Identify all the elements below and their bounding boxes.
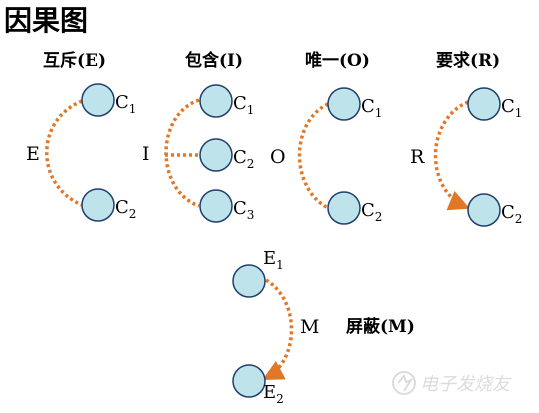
- watermark: 电子发烧友: [392, 371, 512, 395]
- watermark-bolt-icon: [397, 374, 414, 392]
- watermark-logo-icon: [392, 371, 416, 395]
- include-node-c3: [199, 189, 233, 223]
- panel-require: R C1 C2: [410, 87, 522, 227]
- require-node-c2-label: C2: [501, 202, 522, 226]
- watermark-text: 电子发烧友: [420, 374, 512, 395]
- mask-node-e2-label: E2: [263, 382, 284, 406]
- require-relation-letter: R: [410, 146, 425, 168]
- include-node-c1-label: C1: [233, 93, 254, 117]
- require-node-c2: [467, 193, 501, 227]
- only-node-c1-label: C1: [361, 96, 382, 120]
- only-connector: [297, 102, 329, 210]
- include-relation-letter: I: [142, 143, 150, 165]
- only-node-c1: [327, 87, 361, 121]
- panel-only: O C1 C2: [270, 87, 382, 225]
- require-connector-arrow: [433, 100, 470, 211]
- mask-connector-arrow: [262, 278, 294, 380]
- mask-node-e1: [232, 264, 266, 298]
- mutex-node-c1: [81, 83, 115, 117]
- include-node-c1: [199, 84, 233, 118]
- require-node-c1-label: C1: [501, 96, 522, 120]
- mutex-node-c2: [81, 188, 115, 222]
- panel-label-mask: 屏蔽(M): [346, 316, 415, 337]
- mask-node-e2: [232, 364, 266, 398]
- panel-label-mutex: 互斥(E): [43, 51, 106, 71]
- include-node-c2: [199, 138, 233, 172]
- panel-mask: M E1 E2: [232, 248, 319, 406]
- mutex-node-c2-label: C2: [115, 197, 136, 221]
- require-node-c1: [467, 87, 501, 121]
- mutex-relation-letter: E: [26, 143, 40, 165]
- panel-label-include: 包含(I): [185, 50, 243, 71]
- panel-label-require: 要求(R): [436, 50, 500, 71]
- include-connector-outer: [164, 98, 200, 208]
- mask-relation-letter: M: [300, 316, 319, 338]
- only-relation-letter: O: [270, 146, 286, 168]
- panel-label-only: 唯一(O): [305, 50, 370, 71]
- mutex-connector: [45, 99, 83, 207]
- include-node-c2-label: C2: [233, 147, 254, 171]
- mask-node-e1-label: E1: [263, 248, 284, 272]
- only-node-c2-label: C2: [361, 200, 382, 224]
- only-node-c2: [327, 191, 361, 225]
- mutex-node-c1-label: C1: [115, 92, 136, 116]
- include-node-c3-label: C3: [233, 198, 254, 222]
- panel-mutex: E C1 C2: [26, 83, 136, 222]
- diagram-title: 因果图: [4, 4, 88, 37]
- panel-include: I C1 C2 C3: [142, 84, 254, 223]
